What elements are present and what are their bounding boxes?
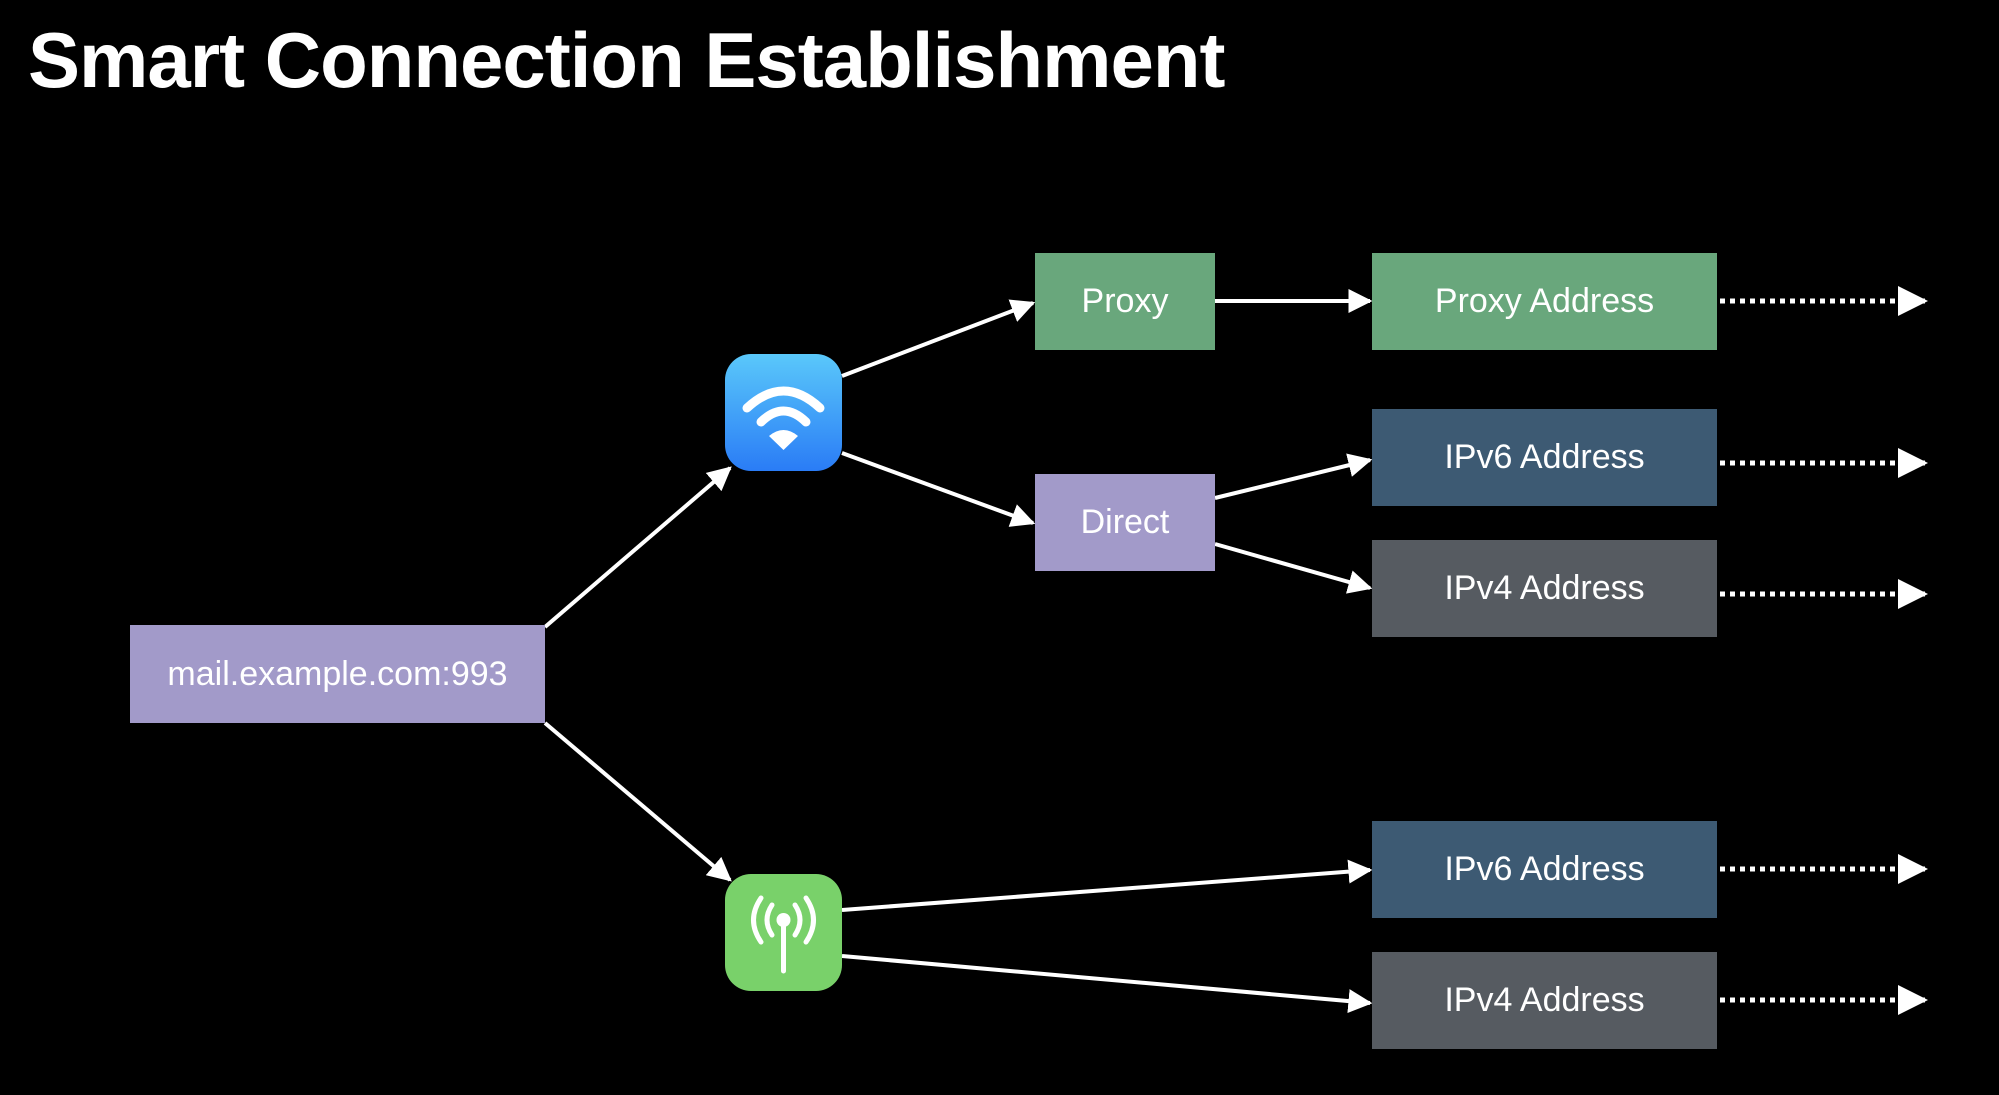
page-title: Smart Connection Establishment [28,16,1226,104]
wifi-ipv4-address-label: IPv4 Address [1444,569,1645,607]
cellular-ipv6-address-label: IPv6 Address [1444,850,1645,888]
proxy-node: Proxy [1035,253,1215,350]
wifi-ipv6-address-node: IPv6 Address [1372,409,1717,506]
wifi-ipv6-address-label: IPv6 Address [1444,438,1645,476]
cellular-ipv4-address-node: IPv4 Address [1372,952,1717,1049]
proxy-address-label: Proxy Address [1434,282,1655,320]
arrow-cellular-to-ipv6 [841,859,1373,912]
arrow-direct-to-ipv4 [1214,542,1373,594]
host-label: mail.example.com:993 [167,654,508,693]
arrow-host-to-cellular [543,721,732,882]
arrow-host-to-wifi [543,466,732,629]
arrow-wifi-to-direct [841,451,1036,527]
direct-node: Direct [1035,474,1215,571]
arrow-cellular-to-ipv4 [841,954,1373,1014]
host-node: mail.example.com:993 [130,625,545,723]
cellular-antenna-icon [751,895,816,974]
arrow-wifi-to-proxy [841,299,1036,378]
arrow-direct-to-ipv6 [1214,453,1373,500]
wifi-icon [742,386,825,450]
proxy-label: Proxy [1081,282,1169,320]
cellular-ipv6-address-node: IPv6 Address [1372,821,1717,918]
wifi-node [725,354,842,471]
cellular-node [725,874,842,991]
wifi-ipv4-address-node: IPv4 Address [1372,540,1717,637]
cellular-ipv4-address-label: IPv4 Address [1444,981,1645,1019]
direct-label: Direct [1080,503,1170,541]
proxy-address-node: Proxy Address [1372,253,1717,350]
